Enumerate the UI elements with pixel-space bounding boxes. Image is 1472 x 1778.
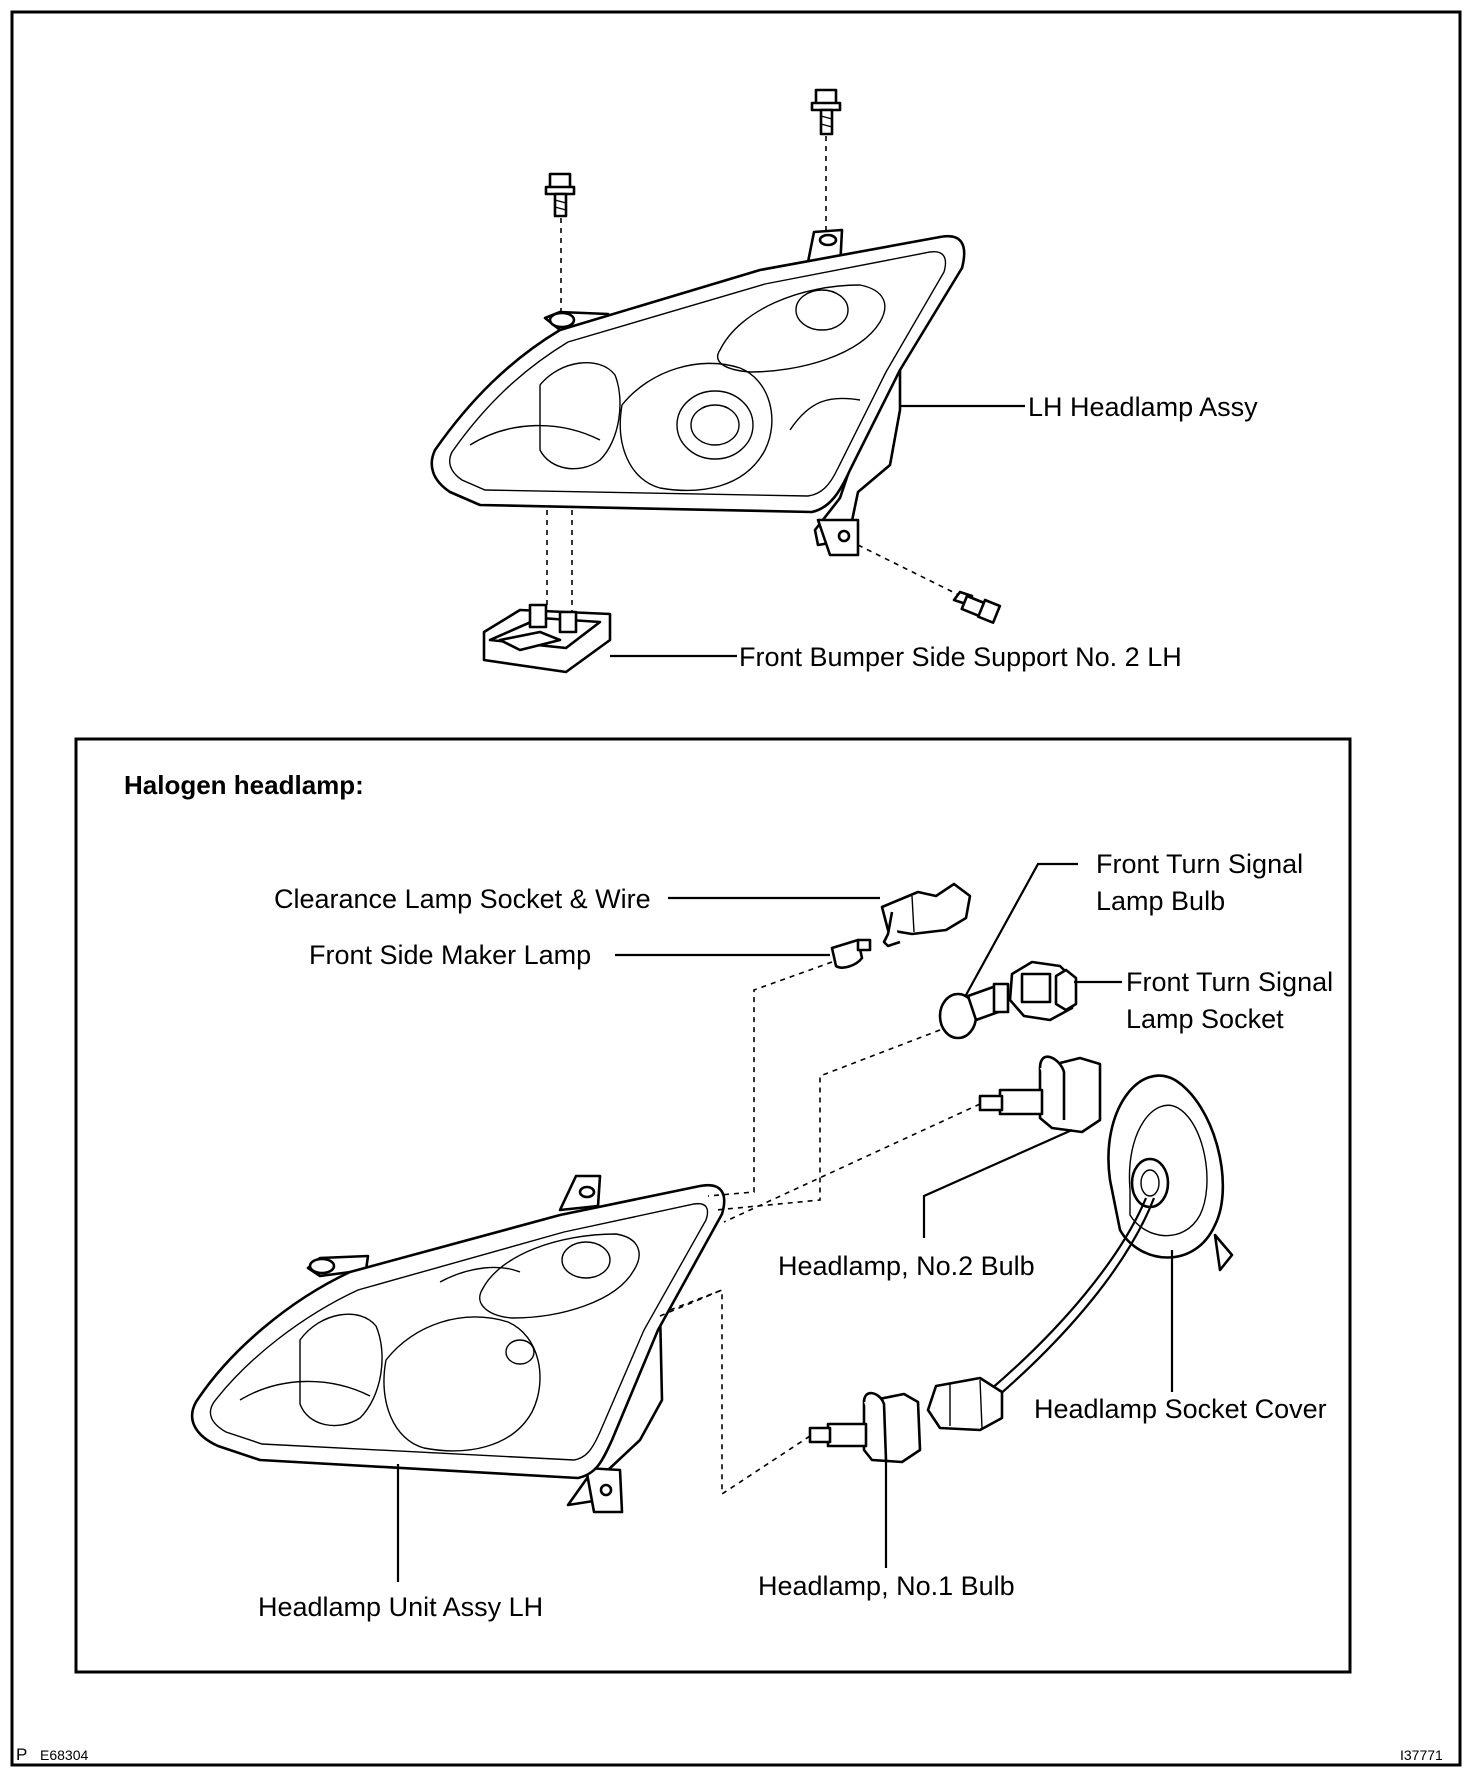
upper-projector-lens-inner (690, 404, 740, 446)
lower-lens-detail-b (439, 1266, 521, 1283)
housing-rear-path (659, 1289, 723, 1317)
socket-wire-b (997, 1197, 1156, 1397)
front-turn-signal-socket-label-line1: Front Turn Signal (1126, 967, 1333, 997)
lower-rear-tab-hole (599, 1483, 613, 1497)
turn-bulb-leader (965, 862, 1078, 996)
headlamp-no2-bulb-icon (978, 1055, 1102, 1134)
lower-high-beam-lens (561, 1241, 611, 1279)
upper-center-reflector (619, 362, 773, 492)
lh-headlamp-assy-label: LH Headlamp Assy (1028, 392, 1258, 422)
headlamp-no2-bulb-label: Headlamp, No.2 Bulb (778, 1251, 1035, 1281)
headlamp-unit-assy-label: Headlamp Unit Assy LH (258, 1592, 543, 1622)
lower-reflector-bulb (505, 1339, 535, 1365)
lower-center-reflector (383, 1316, 541, 1452)
upper-left-reflector (539, 361, 621, 470)
upper-lens-detail-b (789, 397, 861, 431)
headlamp-no1-bulb-icon (808, 1391, 922, 1464)
lower-high-beam-reflector (479, 1233, 640, 1319)
upper-right-bracket-hole (818, 233, 838, 247)
lower-left-reflector (299, 1313, 383, 1427)
lower-top-bracket-hole (578, 1185, 596, 1199)
front-turn-signal-bulb-icon (938, 982, 1010, 1040)
upper-headlamp-housing (430, 234, 966, 514)
side-marker-path (707, 961, 833, 1197)
upper-high-beam-reflector (717, 284, 886, 373)
upper-illustration: LH Headlamp Assy Front Bumper Side Suppo… (430, 88, 1258, 674)
figure-code: E68304 (40, 1747, 88, 1763)
screw-path (857, 544, 966, 599)
clearance-lamp-socket-icon (880, 882, 972, 948)
no1-bulb-path (669, 1288, 811, 1496)
upper-lens-detail-a (469, 424, 601, 446)
no2-bulb-leader (922, 1128, 1073, 1238)
upper-high-beam-lens (795, 289, 849, 331)
outer-frame (10, 10, 1462, 1767)
front-turn-signal-socket-icon (1008, 960, 1078, 1022)
upper-projector-lens (676, 390, 754, 460)
bolt-left-icon (544, 172, 576, 218)
lower-housing-inner-rim (209, 1202, 709, 1461)
lower-lens-detail-a (239, 1380, 371, 1401)
upper-housing-inner-rim (449, 251, 947, 497)
upper-left-bracket-hole (548, 311, 576, 329)
front-bumper-side-support-icon (482, 603, 612, 674)
front-side-maker-lamp-icon (830, 938, 872, 969)
headlamp-no1-bulb-label: Headlamp, No.1 Bulb (758, 1571, 1015, 1601)
drawing-number: I37771 (1400, 1747, 1443, 1763)
front-turn-signal-bulb-label-line1: Front Turn Signal (1096, 849, 1303, 879)
lower-headlamp-housing (190, 1183, 726, 1480)
front-turn-signal-socket-label-line2: Lamp Socket (1126, 1004, 1284, 1034)
front-turn-signal-bulb-label-line2: Lamp Bulb (1096, 886, 1225, 916)
clearance-lamp-socket-label: Clearance Lamp Socket & Wire (274, 884, 651, 914)
headlamp-connector-icon (926, 1376, 1004, 1432)
side-screw-icon (952, 590, 1002, 624)
turn-signal-path (715, 1029, 941, 1211)
upper-rear-tab-hole (837, 529, 851, 543)
front-bumper-side-support-label: Front Bumper Side Support No. 2 LH (739, 642, 1182, 672)
inset-title: Halogen headlamp: (124, 770, 364, 800)
page-letter: P (16, 1745, 27, 1764)
halogen-headlamp-inset: Halogen headlamp: (74, 737, 1352, 1674)
no2-bulb-path (723, 1103, 981, 1223)
bolt-right-icon (810, 88, 842, 136)
inset-frame (74, 737, 1352, 1674)
lower-left-bracket-hole (308, 1257, 336, 1275)
headlamp-socket-cover-label: Headlamp Socket Cover (1034, 1394, 1327, 1424)
socket-wire (989, 1197, 1148, 1391)
headlamp-socket-cover-icon (1107, 1074, 1234, 1272)
front-side-maker-lamp-label: Front Side Maker Lamp (309, 940, 591, 970)
